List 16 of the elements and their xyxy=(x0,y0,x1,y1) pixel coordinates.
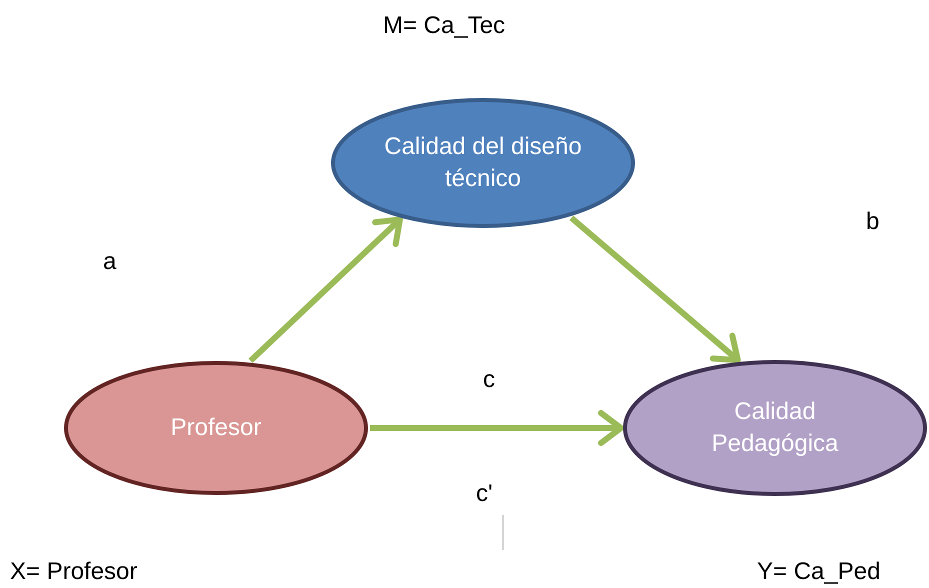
text-label: b xyxy=(866,208,880,236)
arrow xyxy=(248,216,403,363)
node-label: Calidad del diseño técnico xyxy=(383,132,583,194)
text-label: c xyxy=(483,366,495,394)
text-label: a xyxy=(103,248,116,276)
text-label: Y= Ca_Ped xyxy=(757,558,880,586)
ellipse-node xyxy=(331,98,635,228)
arrow xyxy=(370,410,624,446)
ellipse-node xyxy=(64,361,368,495)
text-label: c' xyxy=(476,480,493,508)
node-label: Profesor xyxy=(170,413,262,443)
text-label: X= Profesor xyxy=(10,558,138,586)
ellipse-node xyxy=(623,360,927,496)
node-label: Calidad Pedagógica xyxy=(710,397,840,459)
arrow xyxy=(569,216,741,364)
text-label: M= Ca_Tec xyxy=(383,12,506,40)
